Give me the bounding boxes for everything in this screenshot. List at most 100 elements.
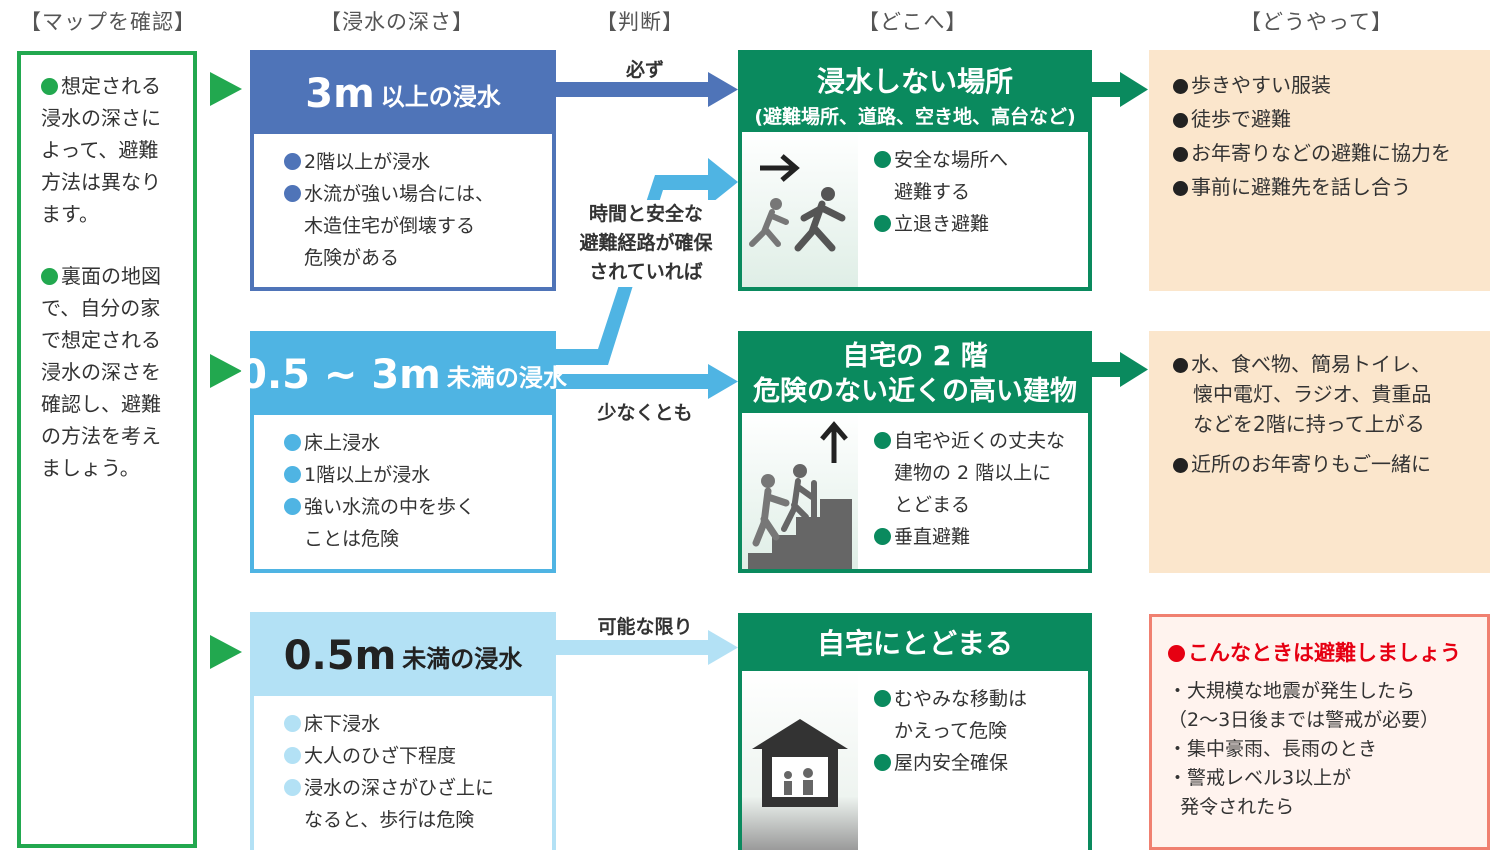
line: 浸水の深さを <box>41 360 161 384</box>
list-item: 屋内安全確保 <box>894 752 1009 774</box>
bullet-dot <box>284 747 301 764</box>
depth-value: 0.5m <box>283 633 397 679</box>
action-subtitle: 危険のない近くの高い建物 <box>753 376 1077 407</box>
stairs-climb-icon <box>742 413 858 569</box>
warning-item: ・警戒レベル3以上が <box>1168 767 1352 789</box>
list-item: とどまる <box>894 494 971 516</box>
bullet-dot <box>1173 147 1188 162</box>
bullet-dot <box>874 215 891 232</box>
depth-label: 未満の浸水 <box>402 644 523 673</box>
line: 避難経路が確保 <box>579 232 713 254</box>
map-check-text: 想定される 浸水の深さに よって、避難 方法は異なり ます。 裏面の地図 で、自… <box>41 70 191 484</box>
list-item: 浸水の深さがひざ上に <box>304 777 495 799</box>
warning-item: ・大規模な地震が発生したら <box>1168 680 1416 702</box>
depth-box-0.5-3m: 0.5 ~ 3m 未満の浸水 床上浸水 1階以上が浸水 強い水流の中を歩く こと… <box>239 331 567 573</box>
action-text: むやみな移動は かえって危険 屋内安全確保 <box>874 683 1027 779</box>
bullet-dot <box>874 432 891 449</box>
depth-body: 2階以上が浸水 水流が強い場合には、 木造住宅が倒壊する 危険がある <box>254 134 552 274</box>
header-where: 【どこへ】 <box>858 10 968 34</box>
action-body: 自宅や近くの丈夫な 建物の 2 階以上に とどまる 垂直避難 <box>742 413 1088 569</box>
arrow-must <box>556 72 738 107</box>
bullet-dot <box>284 779 301 796</box>
line: で想定される <box>41 328 161 352</box>
warning-box: こんなときは避難しましょう ・大規模な地震が発生したら （2〜3日後までは警戒が… <box>1149 614 1490 850</box>
depth-box-3m: 3m 以上の浸水 2階以上が浸水 水流が強い場合には、 木造住宅が倒壊する 危険… <box>250 50 556 291</box>
list-item: かえって危険 <box>894 720 1008 742</box>
depth-value: 0.5 ~ 3m <box>239 352 441 398</box>
judge-if-possible: 可能な限り <box>597 616 693 638</box>
list-item: 強い水流の中を歩く <box>304 496 476 518</box>
action-body: 安全な場所へ 避難する 立退き避難 <box>742 132 1088 287</box>
arrow-if-possible <box>556 630 738 665</box>
warning-item: （2〜3日後までは警戒が必要） <box>1168 709 1440 731</box>
line: で、自分の家 <box>41 296 161 320</box>
list-item: 立退き避難 <box>894 213 990 235</box>
list-item: 床上浸水 <box>304 432 381 454</box>
bullet-dot <box>1173 181 1188 196</box>
bullet-dot <box>41 78 58 95</box>
header-map: 【マップを確認】 <box>20 10 196 34</box>
list-item: 水流が強い場合には、 <box>304 183 495 205</box>
bullet-dot <box>1173 113 1188 128</box>
list-item: 建物の 2 階以上に <box>894 462 1052 484</box>
header-depth: 【浸水の深さ】 <box>320 10 474 34</box>
depth-title: 0.5 ~ 3m 未満の浸水 <box>239 335 567 415</box>
depth-body: 床上浸水 1階以上が浸水 強い水流の中を歩く ことは危険 <box>254 415 552 555</box>
map-para-2: 裏面の地図 で、自分の家 で想定される 浸水の深さを 確認し、避難 の方法を考え… <box>41 260 191 484</box>
list-item: 垂直避難 <box>894 526 971 548</box>
house-shelter-icon <box>742 671 858 850</box>
list-item: 大人のひざ下程度 <box>304 745 457 767</box>
depth-title: 0.5m 未満の浸水 <box>254 616 552 696</box>
depth-body: 床下浸水 大人のひざ下程度 浸水の深さがひざ上に なると、歩行は危険 <box>254 696 552 836</box>
how-list: 水、食べ物、簡易トイレ、 懐中電灯、ラジオ、貴重品 などを2階に持って上がる 近… <box>1173 349 1490 479</box>
list-item: 近所のお年寄りもご一緒に <box>1191 452 1431 476</box>
line: されていれば <box>589 261 703 283</box>
header-judge: 【判断】 <box>596 10 684 34</box>
bullet-dot <box>284 466 301 483</box>
action-text: 安全な場所へ 避難する 立退き避難 <box>874 144 1008 240</box>
evacuation-run-icon <box>742 132 858 287</box>
bullet-dot <box>284 153 301 170</box>
arrow-action-1 <box>1092 72 1148 107</box>
line: 想定される <box>61 74 161 98</box>
line: 裏面の地図 <box>61 264 161 288</box>
action-text: 自宅や近くの丈夫な 建物の 2 階以上に とどまる 垂直避難 <box>874 425 1065 553</box>
list-item: 2階以上が浸水 <box>304 151 431 173</box>
depth-label: 以上の浸水 <box>380 82 501 111</box>
warning-item: 発令されたら <box>1168 796 1295 818</box>
depth-box-0.5m: 0.5m 未満の浸水 床下浸水 大人のひざ下程度 浸水の深さがひざ上に なると、… <box>250 612 556 850</box>
pointer-arrow-icon <box>210 635 242 669</box>
depth-title: 3m 以上の浸水 <box>254 54 552 134</box>
list-item: ことは危険 <box>304 528 400 550</box>
bullet-dot <box>284 185 301 202</box>
map-check-box <box>17 51 197 848</box>
bullet-dot <box>874 528 891 545</box>
list-item: 自宅や近くの丈夫な <box>894 430 1066 452</box>
line: 方法は異なり <box>41 170 161 194</box>
action-box-stay-home: 自宅にとどまる むやみな移動は かえって危険 屋内安全確保 <box>738 613 1092 850</box>
list-item: お年寄りなどの避難に協力を <box>1191 141 1451 165</box>
warning-item: ・集中豪雨、長雨のとき <box>1168 738 1378 760</box>
depth-value: 3m <box>305 71 375 117</box>
map-para-1: 想定される 浸水の深さに よって、避難 方法は異なり ます。 <box>41 70 191 230</box>
list-item: 徒歩で避難 <box>1191 107 1291 131</box>
list-item: 床下浸水 <box>304 713 381 735</box>
how-box-evacuate: 歩きやすい服装 徒歩で避難 お年寄りなどの避難に協力を 事前に避難先を話し合う <box>1149 50 1490 291</box>
bullet-dot <box>284 498 301 515</box>
how-list: 歩きやすい服装 徒歩で避難 お年寄りなどの避難に協力を 事前に避難先を話し合う <box>1173 68 1490 204</box>
list-item: 木造住宅が倒壊する <box>304 215 476 237</box>
bullet-dot <box>41 268 58 285</box>
list-item: なると、歩行は危険 <box>304 809 475 831</box>
list-item: 水、食べ物、簡易トイレ、 <box>1191 352 1431 376</box>
bullet-dot <box>1173 79 1188 94</box>
line: 浸水の深さに <box>41 106 161 130</box>
list-item: などを2階に持って上がる <box>1193 412 1425 436</box>
bullet-dot <box>1173 458 1188 473</box>
bullet-dot <box>284 434 301 451</box>
depth-label: 未満の浸水 <box>446 363 567 392</box>
action-title: 浸水しない場所 (避難場所、道路、空き地、高台など) <box>742 54 1088 132</box>
line: 確認し、避難 <box>41 392 161 416</box>
action-title-main: 自宅の 2 階 <box>842 341 988 372</box>
bullet-dot <box>1168 645 1185 662</box>
